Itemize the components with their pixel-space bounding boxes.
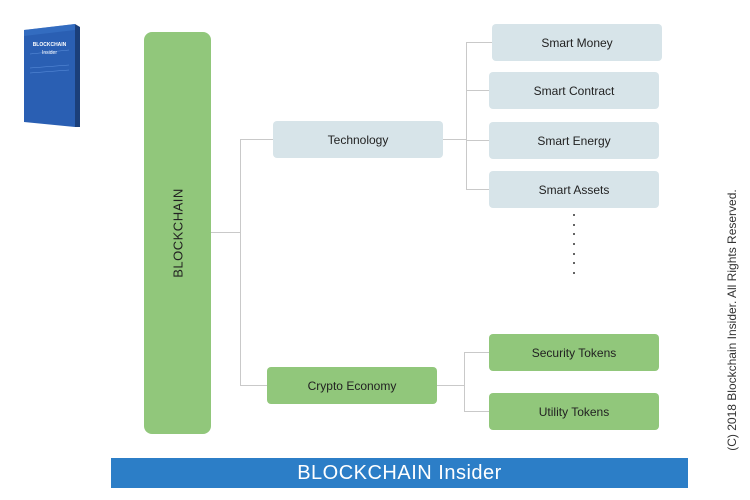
connector-crypto-out [437, 385, 464, 386]
connector-crypto-vertical [464, 352, 465, 412]
connector-smart-energy [466, 140, 489, 141]
book-cover-image: BLOCKCHAIN Insider [24, 24, 80, 127]
security-tokens-node: Security Tokens [489, 334, 659, 371]
connector-utility-tokens [464, 411, 489, 412]
connector-to-technology [240, 139, 273, 140]
connector-technology-out [443, 139, 466, 140]
smart-contract-node: Smart Contract [489, 72, 659, 109]
footer-banner: BLOCKCHAIN Insider [111, 458, 688, 488]
blockchain-root-label: BLOCKCHAIN [170, 188, 185, 278]
connector-technology-vertical [466, 42, 467, 190]
crypto-economy-node: Crypto Economy [267, 367, 437, 404]
connector-smart-contract [466, 90, 489, 91]
smart-money-label: Smart Money [541, 35, 613, 50]
connector-root-trunk [211, 232, 241, 233]
connector-branch-vertical [240, 139, 241, 385]
security-tokens-label: Security Tokens [531, 345, 617, 360]
crypto-economy-label: Crypto Economy [307, 378, 397, 393]
utility-tokens-node: Utility Tokens [489, 393, 659, 430]
blockchain-root-node: BLOCKCHAIN [144, 32, 211, 434]
smart-assets-node: Smart Assets [489, 171, 659, 208]
smart-money-node: Smart Money [492, 24, 662, 61]
technology-node: Technology [273, 121, 443, 158]
utility-tokens-label: Utility Tokens [538, 404, 610, 419]
connector-smart-assets [466, 189, 489, 190]
smart-energy-node: Smart Energy [489, 122, 659, 159]
connector-security-tokens [464, 352, 489, 353]
smart-contract-label: Smart Contract [533, 83, 615, 98]
technology-label: Technology [327, 132, 389, 147]
book-title-line1: BLOCKCHAIN [32, 42, 67, 48]
smart-assets-label: Smart Assets [538, 182, 610, 197]
smart-energy-label: Smart Energy [537, 133, 611, 148]
connector-smart-money [466, 42, 492, 43]
book-title-line2: Insider [41, 50, 57, 56]
connector-to-crypto-economy [240, 385, 267, 386]
more-items-ellipsis [572, 214, 576, 274]
footer-banner-text: BLOCKCHAIN Insider [297, 461, 502, 484]
copyright-text: (C) 2018 Blockchain Insider. All Rights … [725, 189, 739, 451]
